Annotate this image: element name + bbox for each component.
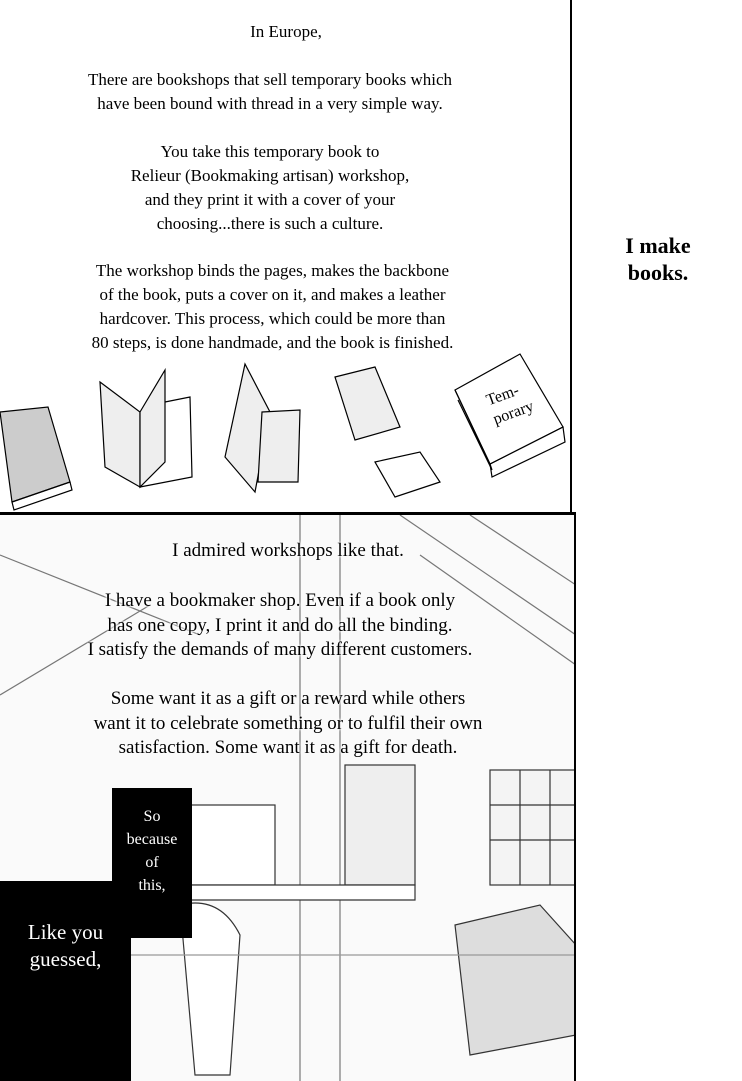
- side-panel: I make books.: [574, 0, 742, 512]
- caption-paragraph-2: I have a bookmaker shop. Even if a book …: [87, 590, 473, 660]
- side-caption: I make books.: [625, 233, 691, 285]
- finished-book: [0, 406, 73, 511]
- caption-line-1: I admired workshops like that.: [172, 540, 404, 561]
- top-panel: In Europe, There are bookshops that sell…: [0, 0, 572, 512]
- workshop-background-illustration: [0, 515, 574, 1081]
- paragraph-3: The workshop binds the pages, makes the …: [91, 261, 454, 352]
- paragraph-1: There are bookshops that sell temporary …: [88, 70, 452, 113]
- bound-block: [334, 366, 441, 498]
- open-cover: [99, 367, 193, 489]
- caption-paragraph-3: Some want it as a gift or a reward while…: [93, 688, 483, 758]
- bottom-panel: I admired workshops like that. I have a …: [0, 512, 576, 1081]
- temporary-book: [454, 353, 566, 478]
- bookmaking-steps-illustration: Tem- porary: [0, 353, 566, 511]
- spine-book: [224, 362, 301, 494]
- heading: In Europe,: [250, 22, 322, 41]
- paragraph-2: You take this temporary book to Relieur …: [130, 142, 410, 233]
- caption-box-large: Like you guessed,: [0, 881, 131, 1081]
